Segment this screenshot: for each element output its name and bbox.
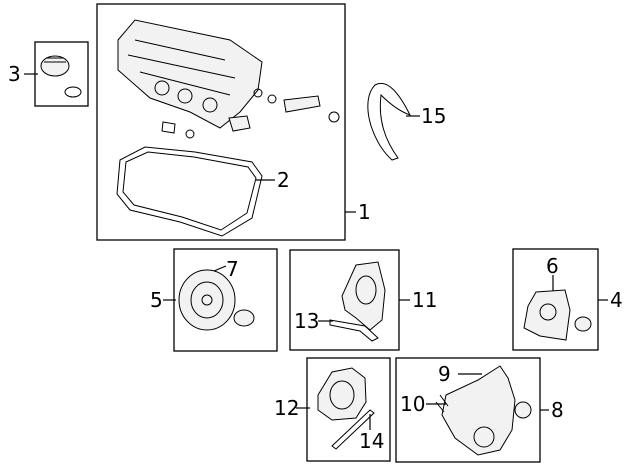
cover-port: [539, 303, 557, 321]
gasket-inner: [122, 151, 257, 231]
guide-rail-14: [331, 409, 375, 450]
spark-plug-hole-1: [154, 80, 170, 96]
callout-12: 12: [274, 396, 299, 420]
leader-7: [213, 265, 227, 272]
callout-9: 9: [438, 362, 451, 386]
callout-2: 2: [277, 168, 290, 192]
bolt: [161, 121, 176, 134]
group-4-timing-cover: 6 4: [512, 248, 623, 351]
callout-4: 4: [610, 288, 623, 312]
bolt-head: [328, 111, 340, 123]
spark-plug-hole-2: [177, 88, 193, 104]
timing-plate: [317, 367, 367, 421]
water-pump: [178, 269, 236, 331]
spark-plug-hole-3: [202, 97, 218, 113]
callout-10: 10: [400, 392, 425, 416]
front-timing-cover: [441, 365, 516, 456]
callout-15: 15: [421, 104, 446, 128]
group-1-valve-cover: 1 2: [96, 3, 371, 241]
callout-7: 7: [226, 257, 239, 281]
callout-11: 11: [412, 288, 437, 312]
cover-opening: [355, 275, 377, 305]
group-15-belt: 15: [367, 82, 446, 161]
oil-cap-ribs: [44, 57, 66, 63]
group-8-front-cover: 9 10 8: [395, 357, 564, 463]
callout-14: 14: [359, 429, 384, 453]
timing-cover-side: [523, 289, 571, 341]
valve-cover: [117, 19, 263, 129]
callout-6: 6: [546, 254, 559, 278]
cap-seal-ring: [64, 86, 82, 98]
side-pulley: [574, 316, 592, 332]
washer-a: [253, 88, 263, 98]
callout-5: 5: [150, 288, 163, 312]
serpentine-belt: [367, 82, 412, 161]
group-11-timing-cover: 11 13: [289, 249, 437, 351]
seal-plate: [228, 115, 251, 132]
group-5-water-pump: 7 5: [150, 248, 278, 352]
grommet: [185, 129, 195, 139]
washer-b: [267, 94, 277, 104]
tensioner-pulley: [233, 309, 255, 327]
valve-cover-gasket: [116, 146, 263, 237]
group-3-oil-cap: 3: [8, 41, 89, 107]
callout-8: 8: [551, 398, 564, 422]
pcv-valve: [283, 95, 321, 113]
plate-opening: [329, 380, 355, 410]
callout-3: 3: [8, 62, 21, 86]
valve-cover-ribs: [127, 39, 236, 96]
crank-seal-opening: [473, 426, 495, 448]
timing-cover-upper: [341, 261, 386, 331]
oil-cap: [40, 55, 70, 77]
front-pulley: [514, 401, 532, 419]
group-12-timing-plate: 12 14: [274, 357, 391, 462]
box-1: [96, 3, 346, 241]
callout-13: 13: [294, 309, 319, 333]
cover-gasket-13: [329, 319, 379, 342]
callout-1: 1: [358, 200, 371, 224]
box-12: [306, 357, 391, 462]
pump-pulley: [190, 281, 224, 319]
pump-hub: [201, 294, 213, 306]
